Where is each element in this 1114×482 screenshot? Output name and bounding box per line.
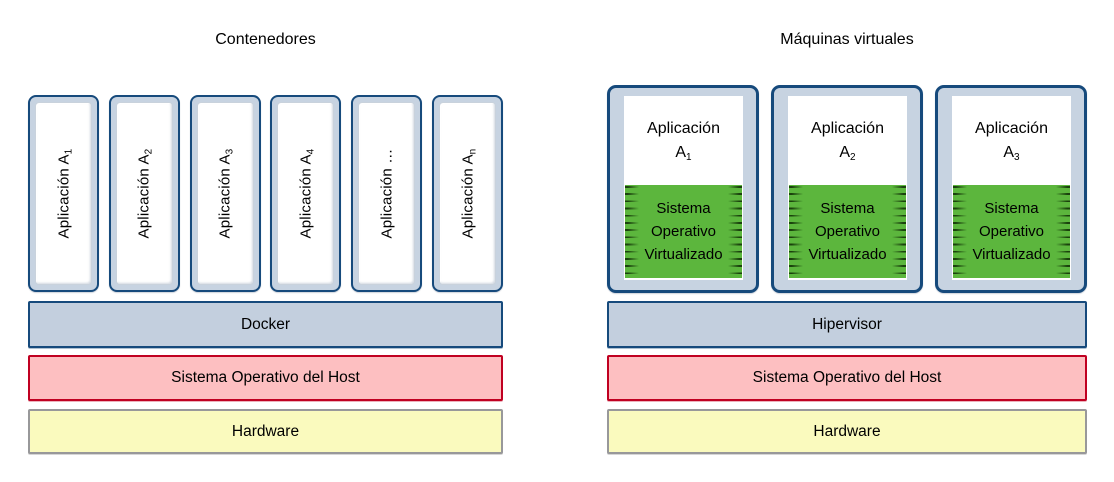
guest-os-label: Sistema Operativo Virtualizado xyxy=(808,199,887,264)
hardware-layer-label: Hardware xyxy=(813,422,881,440)
hardware-layer-left: Hardware xyxy=(28,409,503,454)
guest-os-box: Sistema Operativo Virtualizado xyxy=(953,185,1070,278)
host-os-layer-left: Sistema Operativo del Host xyxy=(28,355,503,401)
vms-title: Máquinas virtuales xyxy=(780,31,914,48)
container-box-inner: Aplicación A4 xyxy=(277,102,335,285)
vm-box-a2: Aplicación A2 Sistema Operativo Virtuali… xyxy=(771,85,923,293)
container-label: Aplicación A2 xyxy=(135,148,155,239)
vm-app-index: A1 xyxy=(675,143,692,163)
container-box-a2: Aplicación A2 xyxy=(108,95,180,292)
vm-app-name: Aplicación xyxy=(975,120,1048,138)
container-box-inner: Aplicación A2 xyxy=(115,102,173,285)
container-label: Aplicación … xyxy=(378,148,396,239)
vm-app-name: Aplicación xyxy=(647,120,720,138)
vm-app-label: Aplicación A1 xyxy=(624,96,743,185)
container-label: Aplicación A4 xyxy=(297,148,317,239)
container-box-a1: Aplicación A1 xyxy=(28,95,99,292)
vm-app-label: Aplicación A2 xyxy=(788,96,907,185)
guest-os-label: Sistema Operativo Virtualizado xyxy=(972,199,1051,264)
containers-diagram: Contenedores Aplicación A1 Aplicación A2… xyxy=(28,0,503,482)
container-label: Aplicación A3 xyxy=(216,148,236,239)
vm-box-inner: Aplicación A3 Sistema Operativo Virtuali… xyxy=(952,96,1071,280)
vm-app-name: Aplicación xyxy=(811,120,884,138)
vm-box-a3: Aplicación A3 Sistema Operativo Virtuali… xyxy=(935,85,1087,293)
container-box-inner: Aplicación A3 xyxy=(196,102,254,285)
vm-app-index: A2 xyxy=(839,143,856,163)
container-box-inner: Aplicación An xyxy=(438,102,496,285)
container-box-a4: Aplicación A4 xyxy=(270,95,342,292)
docker-layer-label: Docker xyxy=(240,315,291,333)
vm-box-a1: Aplicación A1 Sistema Operativo Virtuali… xyxy=(607,85,759,293)
vm-box-inner: Aplicación A1 Sistema Operativo Virtuali… xyxy=(624,96,743,280)
container-box-inner: Aplicación … xyxy=(358,102,416,285)
hardware-layer-label: Hardware xyxy=(231,422,300,440)
container-label: Aplicación A1 xyxy=(55,148,75,239)
container-label: Aplicación An xyxy=(458,148,478,239)
hypervisor-layer: Hipervisor xyxy=(607,301,1087,348)
vm-app-index: A3 xyxy=(1003,143,1020,163)
guest-os-box: Sistema Operativo Virtualizado xyxy=(789,185,906,278)
host-os-layer-label: Sistema Operativo del Host xyxy=(752,369,942,386)
host-os-layer-label: Sistema Operativo del Host xyxy=(171,369,360,386)
docker-layer: Docker xyxy=(28,301,503,348)
containers-title: Contenedores xyxy=(215,31,316,48)
hardware-layer-right: Hardware xyxy=(607,409,1087,454)
container-box-an: Aplicación An xyxy=(431,95,503,292)
vms-diagram: Máquinas virtuales Aplicación A1 Sistema… xyxy=(607,0,1087,482)
vms-row: Aplicación A1 Sistema Operativo Virtuali… xyxy=(607,85,1087,293)
container-box-ellipsis: Aplicación … xyxy=(351,95,423,292)
containers-row: Aplicación A1 Aplicación A2 Aplicación A… xyxy=(28,95,503,292)
guest-os-label: Sistema Operativo Virtualizado xyxy=(644,199,723,264)
vm-box-inner: Aplicación A2 Sistema Operativo Virtuali… xyxy=(788,96,907,280)
container-box-inner: Aplicación A1 xyxy=(35,102,92,285)
vm-app-label: Aplicación A3 xyxy=(952,96,1071,185)
guest-os-box: Sistema Operativo Virtualizado xyxy=(625,185,742,278)
host-os-layer-right: Sistema Operativo del Host xyxy=(607,355,1087,401)
hypervisor-layer-label: Hipervisor xyxy=(812,315,882,333)
container-box-a3: Aplicación A3 xyxy=(189,95,261,292)
